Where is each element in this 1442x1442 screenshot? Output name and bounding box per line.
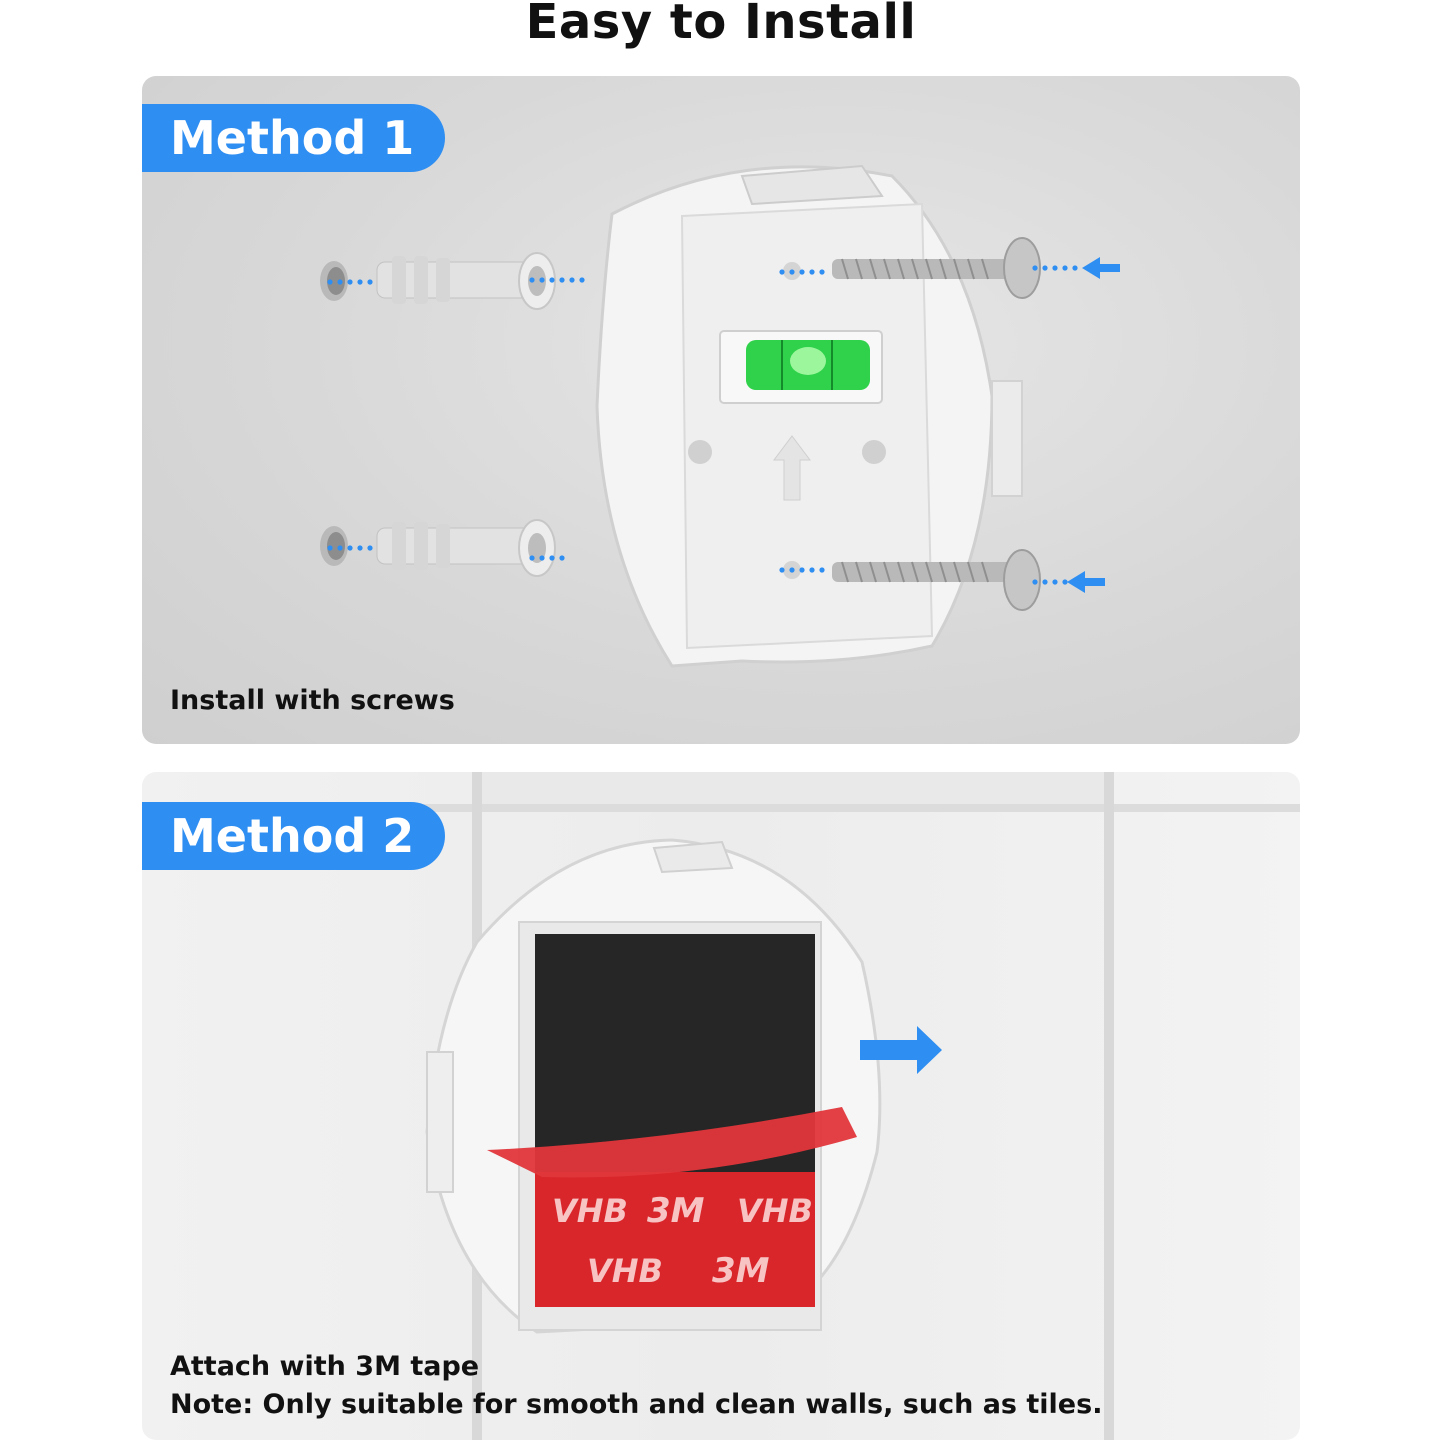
tape-label-vhb: VHB [737,1192,813,1230]
wall-hole-top [320,261,348,301]
arrow-right-icon [860,1026,942,1074]
tape-label-vhb: VHB [552,1192,628,1230]
method-2-panel: VHB 3M VHB VHB 3M Method 2 Attach with 3… [142,772,1300,1440]
red-3m-tape: VHB 3M VHB VHB 3M [487,1107,857,1307]
method-2-badge: Method 2 [142,802,445,870]
guide-dots-left [327,277,585,561]
wall-hole-bottom [320,526,348,566]
screw-top [783,237,1041,299]
method-2-caption-note: Note: Only suitable for smooth and clean… [170,1389,1103,1420]
mounting-plate [595,164,1023,668]
up-arrow-icon [773,435,811,501]
method-1-panel: Method 1 Install with screws [142,76,1300,744]
arrow-left-icon [1067,571,1105,593]
screw-install-illustration [320,164,1120,668]
tape-install-illustration: VHB 3M VHB VHB 3M [142,772,1300,1440]
wall-anchor-top [376,252,556,310]
page-title: Easy to Install [525,0,917,50]
screw-bottom [783,549,1041,611]
method-2-caption: Attach with 3M tape Note: Only suitable … [170,1348,1102,1424]
tape-label-3m: 3M [712,1251,770,1291]
wall-anchor-bottom [376,519,556,577]
guide-dots-right [779,265,1078,585]
method-1-caption: Install with screws [170,685,455,716]
method-2-caption-line1: Attach with 3M tape [170,1351,480,1382]
arrow-left-icon [1082,257,1120,279]
method-1-badge: Method 1 [142,104,445,172]
tape-label-3m: 3M [647,1191,705,1231]
tape-label-vhb: VHB [587,1252,663,1290]
